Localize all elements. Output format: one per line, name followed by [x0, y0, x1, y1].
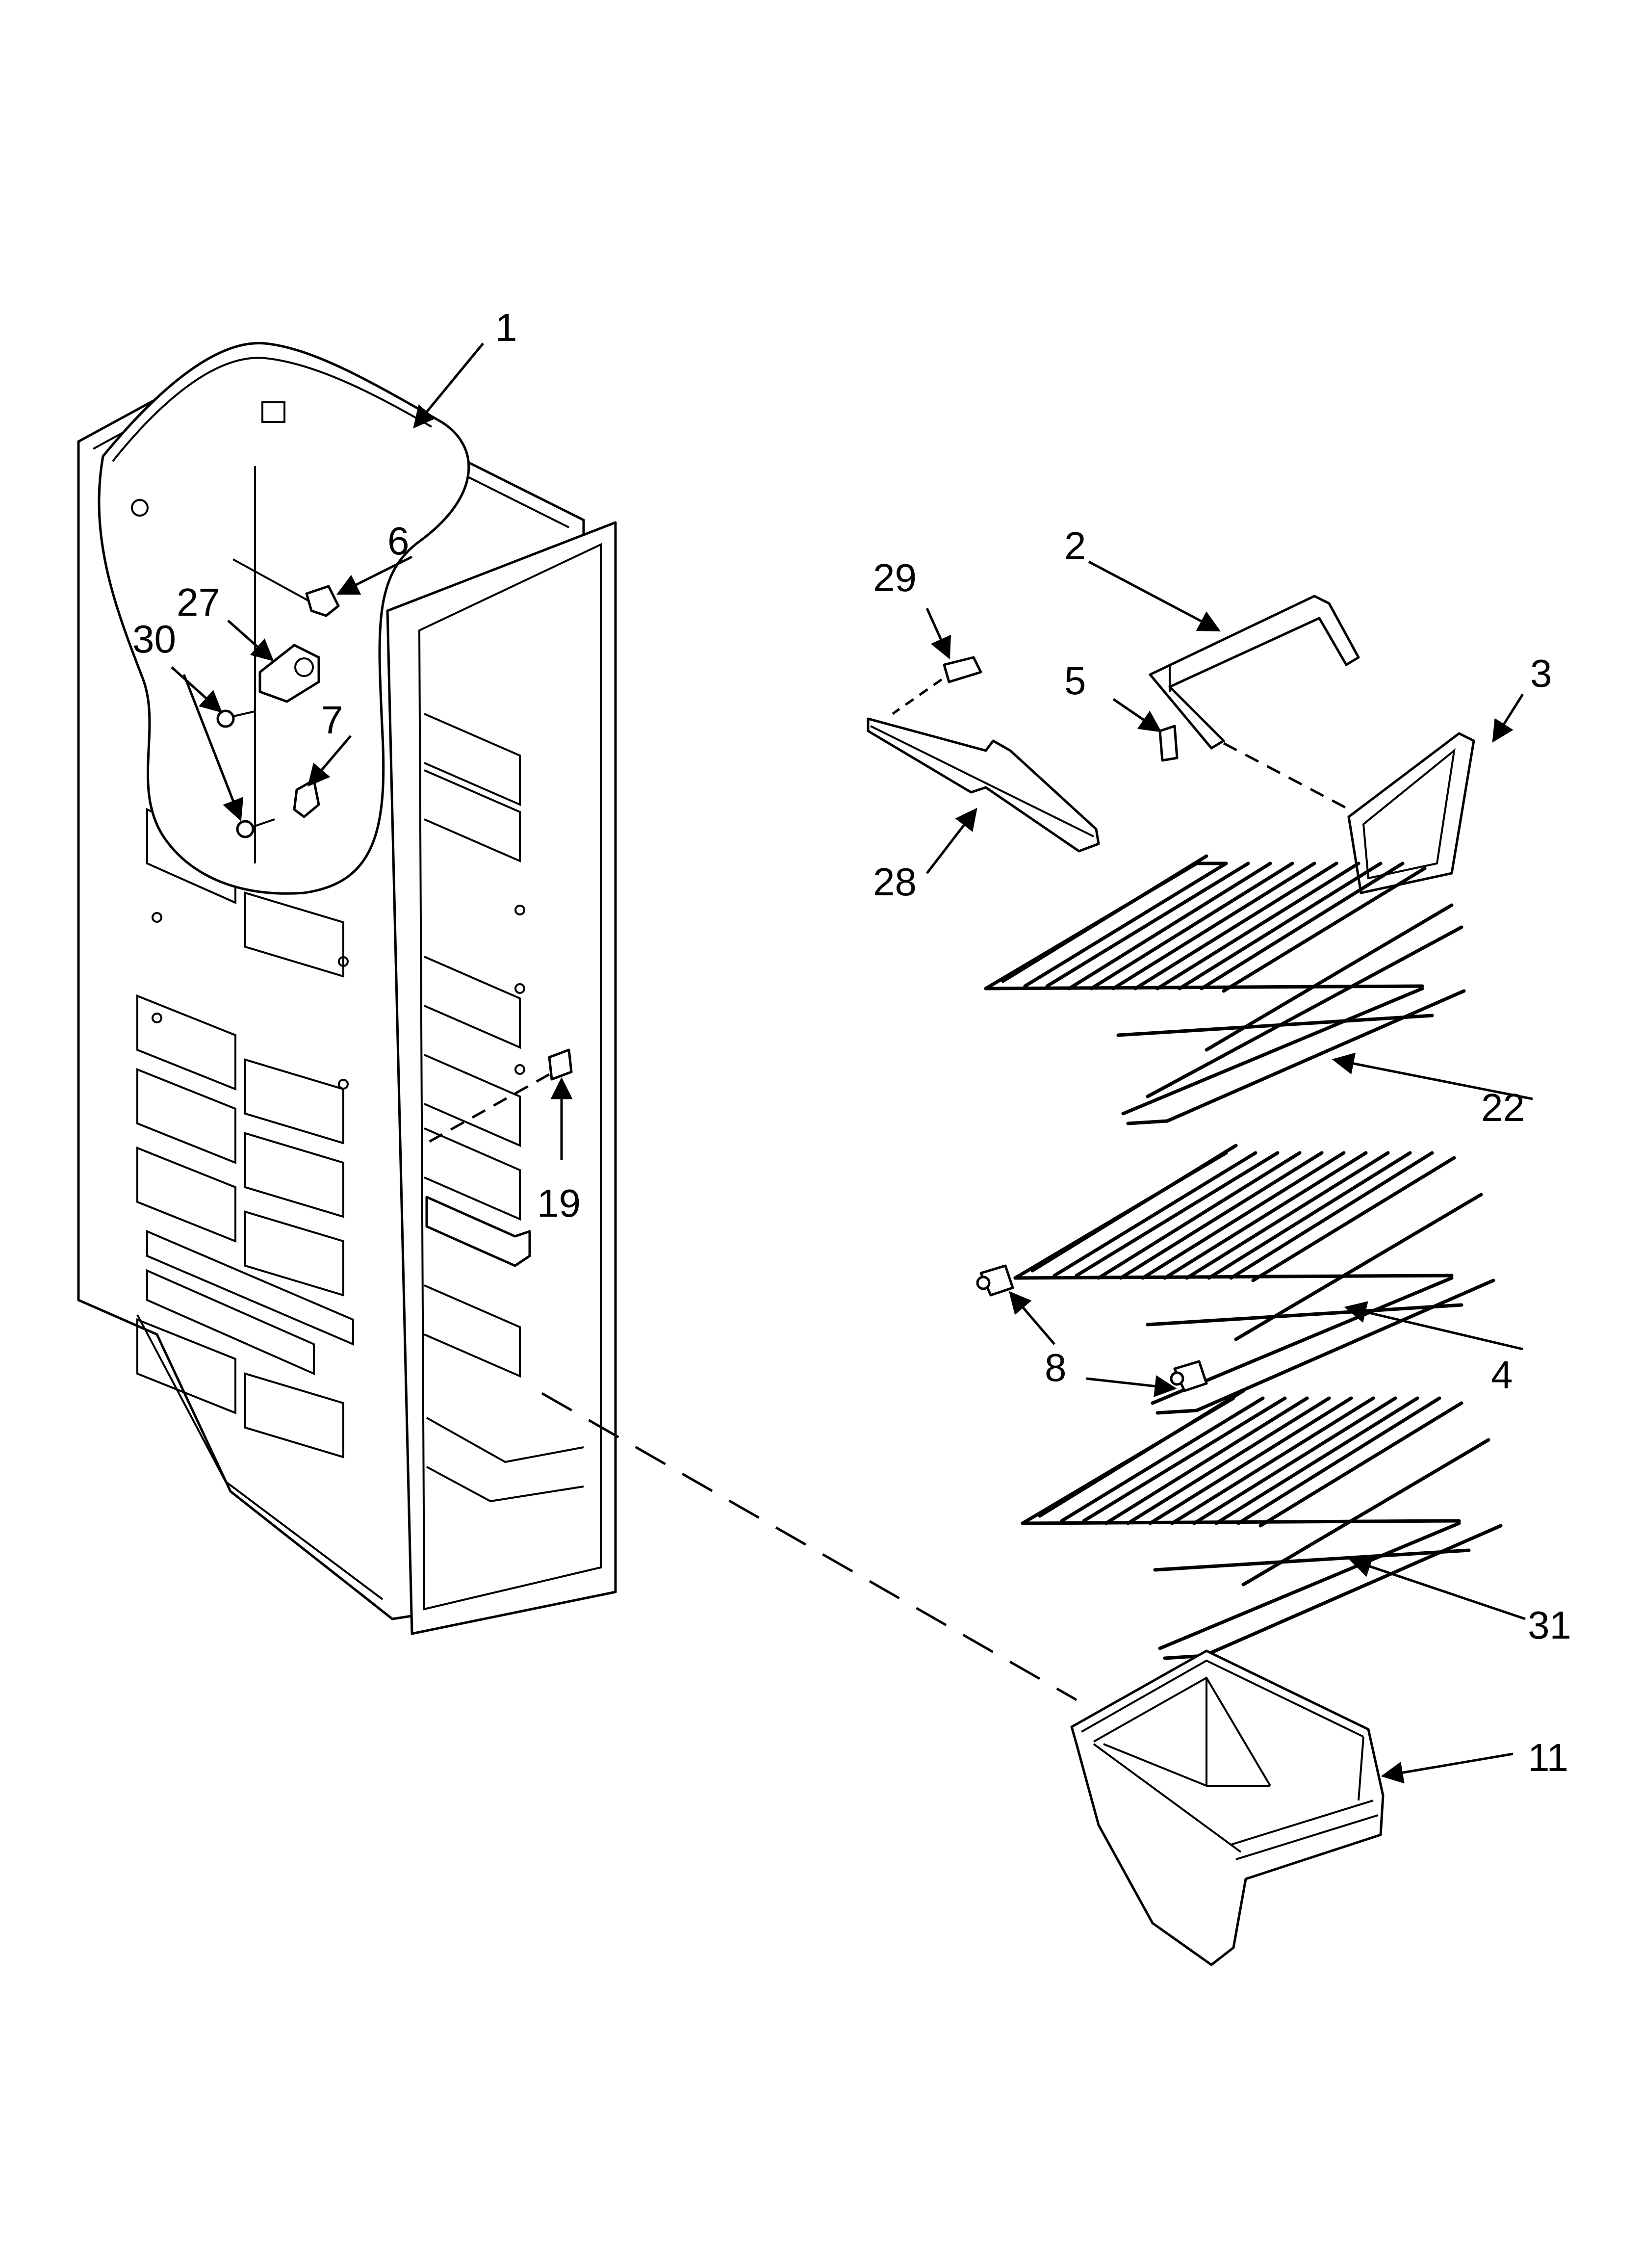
part-5-screw	[1158, 725, 1179, 762]
callout-29: 29	[873, 556, 917, 600]
callout-2: 2	[1064, 524, 1086, 568]
callout-22: 22	[1481, 1086, 1525, 1129]
callout-4: 4	[1491, 1353, 1513, 1397]
callout-6: 6	[387, 519, 410, 563]
part-19-sensor	[426, 1048, 573, 1145]
leader-lines	[171, 342, 1533, 1784]
liner-side-panels	[136, 808, 354, 1459]
part-11-bin	[1070, 1649, 1385, 1966]
callout-30: 30	[132, 617, 176, 661]
callout-19: 19	[537, 1181, 581, 1225]
part-6-bracket	[232, 558, 340, 617]
pan-assembly-line	[1223, 742, 1360, 816]
part-28-rail	[867, 717, 1100, 853]
callout-7: 7	[321, 698, 343, 742]
callout-5: 5	[1064, 659, 1086, 703]
callout-11: 11	[1528, 1736, 1568, 1779]
callout-1: 1	[495, 306, 517, 349]
callout-3: 3	[1530, 652, 1552, 695]
part-2-bracket	[1149, 595, 1360, 750]
part-4-shelf	[1013, 1144, 1495, 1415]
bin-assembly-line	[541, 1392, 1078, 1701]
callout-31: 31	[1528, 1603, 1571, 1647]
liner-cutaway	[98, 342, 470, 895]
part-31-shelf	[1021, 1389, 1503, 1660]
part-22-shelf	[984, 854, 1466, 1125]
freezer-liner	[77, 342, 617, 1635]
callout-27: 27	[177, 580, 220, 624]
part-3-pan	[1347, 732, 1475, 894]
part-27-cam	[258, 644, 320, 703]
part-8-supports	[976, 1264, 1208, 1392]
callout-labels: 1 2 3 4 5 6 7 8 11 19 22 27 28 29 30 31	[132, 306, 1571, 1779]
callout-28: 28	[873, 860, 917, 904]
part-29-screw	[892, 656, 982, 715]
part-30-screws	[216, 709, 275, 838]
callout-8: 8	[1045, 1346, 1067, 1389]
liner-front-rails	[424, 713, 531, 1378]
